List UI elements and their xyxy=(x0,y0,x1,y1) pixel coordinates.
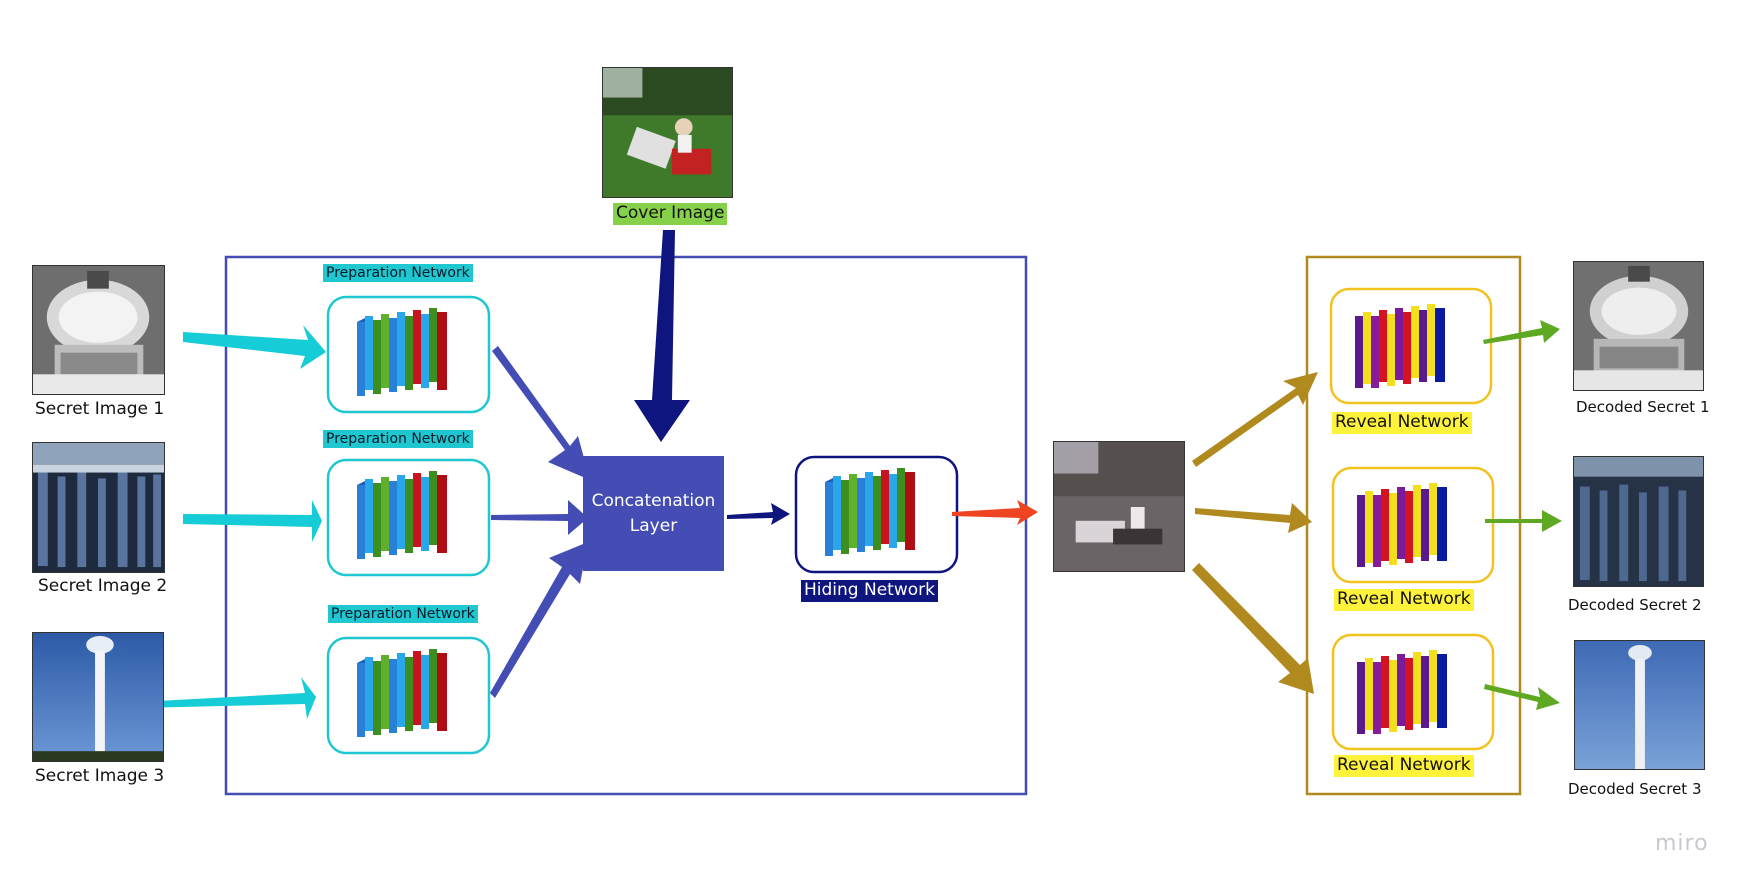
secret-image-1-label: Secret Image 1 xyxy=(35,399,165,419)
arrow-concat-to-hiding xyxy=(727,503,790,525)
decoder-box xyxy=(1305,255,1522,796)
reveal-network-1 xyxy=(1329,287,1493,405)
arrow-container-to-reveal1 xyxy=(1192,372,1318,467)
decoded-secret-3-label: Decoded Secret 3 xyxy=(1568,780,1702,798)
arrow-container-to-reveal2 xyxy=(1195,503,1312,533)
decoded-secret-2-label: Decoded Secret 2 xyxy=(1568,596,1702,614)
arrow-hiding-to-container xyxy=(952,500,1038,525)
reveal-network-1-label: Reveal Network xyxy=(1332,412,1472,434)
prep-network-3-label: Preparation Network xyxy=(328,605,478,624)
encoder-box xyxy=(224,255,1028,796)
cover-image-label: Cover Image xyxy=(613,203,728,225)
arrow-container-to-reveal3 xyxy=(1192,563,1314,694)
arrow-cover-to-concat xyxy=(634,230,690,442)
secret-image-2-label: Secret Image 2 xyxy=(38,576,168,596)
reveal-network-2 xyxy=(1331,466,1495,584)
prep-network-1-label: Preparation Network xyxy=(323,264,473,283)
arrow-prep3-to-concat xyxy=(490,542,588,698)
concatenation-line-2: Layer xyxy=(629,515,678,536)
prep-network-3 xyxy=(326,636,491,755)
secret-image-3 xyxy=(32,632,164,762)
reveal-network-2-label: Reveal Network xyxy=(1334,589,1474,611)
miro-watermark: miro xyxy=(1655,831,1709,856)
arrow-secret3-to-prep3 xyxy=(138,677,316,719)
container-image xyxy=(1053,441,1185,572)
hiding-network xyxy=(794,455,959,574)
decoded-image-2 xyxy=(1573,456,1704,587)
prep-network-2 xyxy=(326,458,491,577)
secret-image-1 xyxy=(32,265,165,395)
decoded-image-1 xyxy=(1573,261,1704,391)
concatenation-line-1: Concatenation xyxy=(591,490,716,511)
arrow-reveal2-to-decoded2 xyxy=(1485,510,1562,532)
concatenation-layer: Concatenation Layer xyxy=(583,456,724,571)
secret-image-2 xyxy=(32,442,165,573)
decoded-image-3 xyxy=(1574,640,1705,770)
arrow-prep1-to-concat xyxy=(492,346,590,480)
reveal-network-3 xyxy=(1331,633,1495,751)
arrow-secret1-to-prep1 xyxy=(183,325,326,369)
arrow-prep2-to-concat xyxy=(491,500,588,535)
prep-network-1 xyxy=(326,295,491,414)
prep-network-2-label: Preparation Network xyxy=(323,430,473,449)
cover-image xyxy=(602,67,733,198)
reveal-network-3-label: Reveal Network xyxy=(1334,755,1474,777)
decoded-secret-1-label: Decoded Secret 1 xyxy=(1576,398,1710,416)
secret-image-3-label: Secret Image 3 xyxy=(35,766,165,786)
hiding-network-label: Hiding Network xyxy=(801,580,938,602)
arrow-secret2-to-prep2 xyxy=(183,500,322,542)
arrow-reveal1-to-decoded1 xyxy=(1483,320,1560,344)
arrow-reveal3-to-decoded3 xyxy=(1484,684,1560,710)
